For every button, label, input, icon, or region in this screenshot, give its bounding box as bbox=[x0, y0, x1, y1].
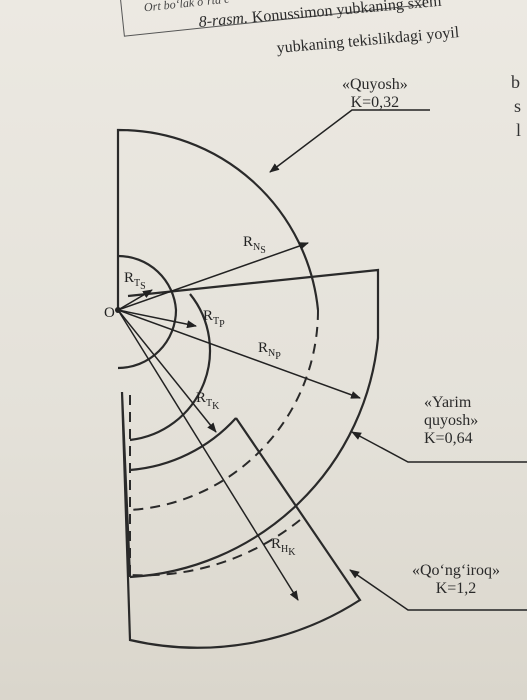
yarim-quyosh-line2: quyosh» bbox=[424, 412, 479, 429]
quyosh-label: «Quyosh» K=0,32 bbox=[342, 76, 408, 112]
yarim-quyosh-label: «Yarim quyosh» K=0,64 bbox=[424, 394, 478, 448]
radius-label-rns: RNS bbox=[243, 234, 266, 256]
qongiroq-pointer bbox=[349, 569, 527, 611]
radius-label-rtk: RTK bbox=[196, 390, 220, 412]
yarim-quyosh-coefficient: K=0,64 bbox=[424, 430, 473, 447]
radius-rtk-line bbox=[117, 309, 217, 433]
radius-rns-line bbox=[117, 242, 309, 311]
quyosh-coefficient: K=0,32 bbox=[350, 94, 400, 111]
radius-rnp-line bbox=[117, 309, 361, 399]
yarim-quyosh-outline bbox=[127, 268, 380, 579]
origin-label: O bbox=[104, 305, 115, 321]
quyosh-name: «Quyosh» bbox=[342, 76, 408, 93]
quyosh-outline bbox=[116, 128, 320, 311]
yarim-inner-arc bbox=[129, 293, 212, 442]
radius-label-rtp: RTP bbox=[203, 308, 225, 330]
dashed-arc-1 bbox=[129, 309, 320, 511]
radius-label-rnp: RNP bbox=[258, 340, 281, 362]
qongiroq-label: «Qo‘ng‘iroq» K=1,2 bbox=[412, 562, 500, 598]
yarim-quyosh-line1: «Yarim bbox=[424, 394, 472, 411]
radius-rts-line bbox=[117, 289, 153, 311]
waist-arc bbox=[117, 254, 178, 370]
dashed-arc-2 bbox=[129, 519, 301, 577]
right-edge-letter: b bbox=[511, 72, 520, 92]
radius-label-rts: RTS bbox=[124, 270, 146, 292]
yarim-pointer bbox=[351, 431, 527, 463]
qongiroq-inner-arc bbox=[129, 417, 237, 472]
right-edge-letter: l bbox=[516, 120, 522, 140]
qongiroq-coefficient: K=1,2 bbox=[435, 580, 477, 597]
radius-rhk-line bbox=[117, 309, 299, 601]
right-edge-letter: s bbox=[514, 96, 522, 116]
quyosh-pointer bbox=[269, 109, 430, 173]
radius-label-rhk: RHK bbox=[271, 536, 296, 558]
radius-rtp-line bbox=[117, 309, 197, 329]
origin-point bbox=[115, 307, 121, 313]
qongiroq-outline bbox=[120, 391, 362, 649]
qongiroq-name: «Qo‘ng‘iroq» bbox=[412, 562, 500, 579]
